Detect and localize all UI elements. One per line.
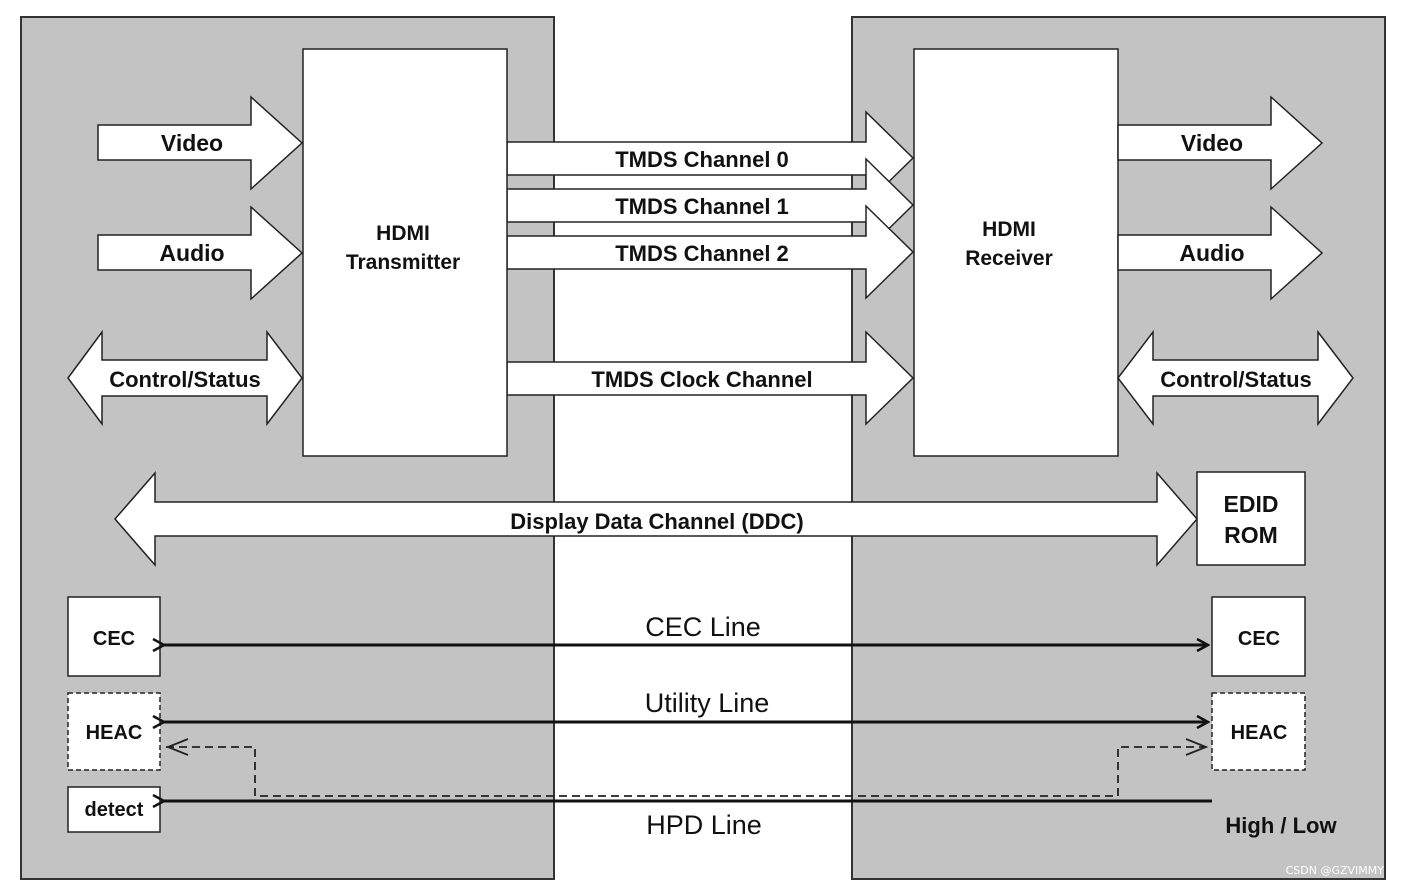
source-video-arrow: [97, 95, 304, 191]
hpd-high-low-label: High / Low: [1225, 813, 1337, 838]
sink-control-status-label: Control/Status: [1160, 367, 1312, 392]
heac-dashed-arrowhead-left: [165, 738, 189, 756]
tmds-channel-2-label: TMDS Channel 2: [615, 241, 789, 266]
sink-cec-label: CEC: [1238, 628, 1280, 650]
hpd-line-label: HPD Line: [646, 810, 762, 840]
source-control-status-label: Control/Status: [109, 367, 261, 392]
tmds-channel-1-label: TMDS Channel 1: [615, 194, 789, 219]
sink-cec-block: [1211, 596, 1306, 677]
tmds-clock-arrow: [506, 330, 915, 426]
watermark: CSDN @GZVIMMY: [1286, 864, 1385, 877]
cec-line-label: CEC Line: [645, 612, 761, 642]
source-heac-block: [67, 692, 161, 771]
tmds-clock-label: TMDS Clock Channel: [591, 367, 812, 392]
sink-audio-arrow: [1117, 205, 1324, 301]
edid-rom-block: [1196, 471, 1306, 566]
source-cec-block: [67, 596, 161, 677]
sink-video-arrow: [1117, 95, 1324, 191]
source-control-status-arrow: [67, 329, 303, 427]
ddc-label: Display Data Channel (DDC): [510, 509, 803, 534]
source-heac-label: HEAC: [86, 722, 143, 744]
sink-heac-label: HEAC: [1231, 722, 1288, 744]
source-video-label: Video: [161, 130, 223, 156]
source-cec-label: CEC: [93, 628, 135, 650]
sink-heac-block: [1211, 692, 1306, 771]
sink-control-status-arrow: [1117, 329, 1354, 427]
tmds-channel-2-arrow: [506, 204, 915, 300]
tmds-channel-0-label: TMDS Channel 0: [615, 147, 789, 172]
hdmi-transmitter-block: [302, 48, 508, 457]
sink-video-label: Video: [1181, 130, 1243, 156]
source-audio-arrow: [97, 205, 304, 301]
heac-dashed-arrowhead-right: [1185, 738, 1209, 756]
sink-audio-label: Audio: [1179, 240, 1244, 266]
source-audio-label: Audio: [159, 240, 224, 266]
utility-line-label: Utility Line: [645, 688, 770, 718]
source-detect-label: detect: [85, 799, 144, 821]
source-detect-block: [67, 786, 161, 833]
